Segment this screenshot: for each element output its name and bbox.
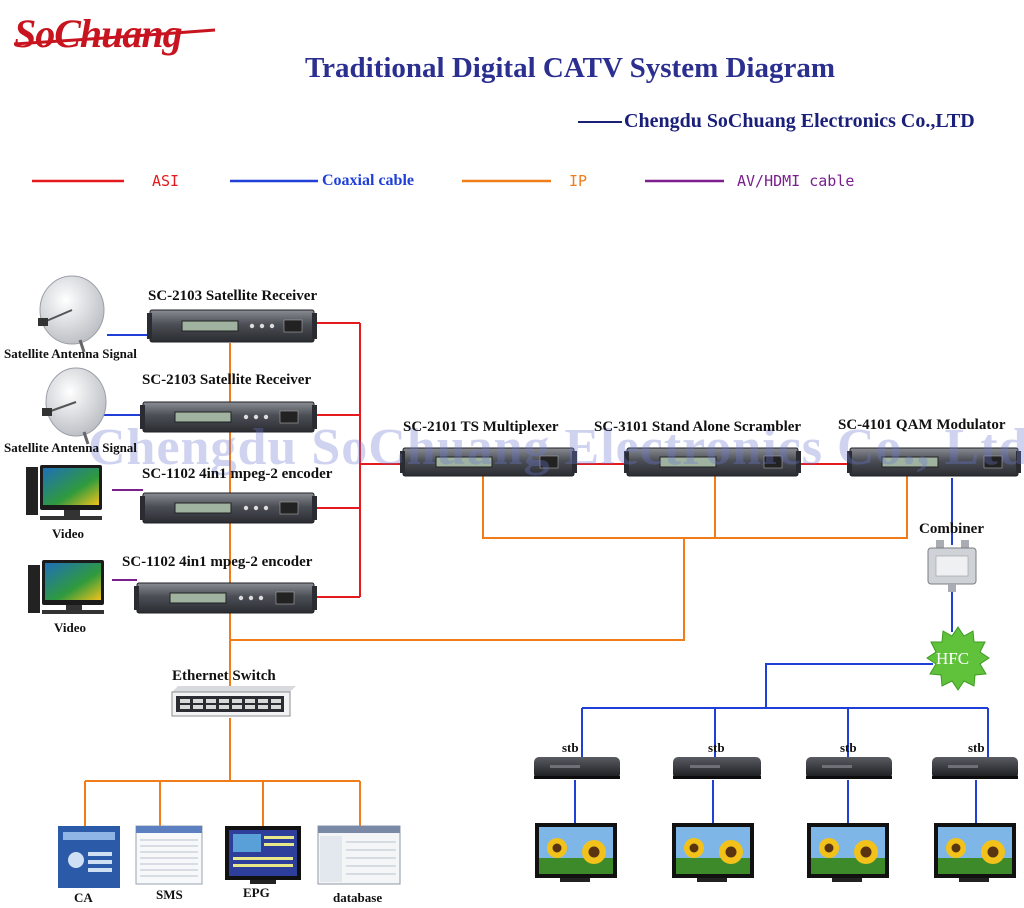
label-sms: SMS [156,887,183,902]
ca-screen [58,826,120,888]
coax-links [98,334,989,823]
label-antenna-1: Satellite Antenna Signal [4,346,137,361]
label-encoder-1: SC-1102 4in1 mpeg-2 encoder [142,466,333,482]
ip-links [84,343,908,826]
label-antenna-2: Satellite Antenna Signal [4,440,137,455]
video-pc-2 [28,560,104,614]
label-hfc: HFC [936,649,970,668]
rack-encoder-1 [140,492,317,524]
satellite-dish-1 [38,275,105,353]
combiner-device [927,540,977,592]
tv-2 [672,823,754,882]
tv-4 [934,823,1016,882]
rack-sat-receiver-2 [140,401,317,433]
rack-encoder-2 [134,582,317,614]
label-ethernet-switch: Ethernet Switch [172,668,276,684]
rack-scrambler [624,447,801,477]
stb-device-1 [534,757,620,779]
av-links [112,489,143,581]
asi-links [314,322,850,598]
company-dash [578,121,622,124]
label-stb-4: stb [968,740,985,755]
label-stb-1: stb [562,740,579,755]
label-encoder-2: SC-1102 4in1 mpeg-2 encoder [122,554,313,570]
company-label: Chengdu SoChuang Electronics Co.,LTD [624,110,975,132]
label-sat-receiver-2: SC-2103 Satellite Receiver [142,372,312,388]
stb-device-2 [673,757,761,779]
rack-sat-receiver-1 [147,309,317,343]
satellite-dish-2 [42,367,107,445]
label-sat-receiver-1: SC-2103 Satellite Receiver [148,288,318,304]
legend-coax: Coaxial cable [322,172,414,189]
epg-tv [225,826,301,884]
stb-device-4 [932,757,1018,779]
watermark-text: Chengdu SoChuang Electronics Co., Ltd. [88,419,1024,476]
label-stb-2: stb [708,740,725,755]
diagram-title: Traditional Digital CATV System Diagram [304,52,836,84]
label-ca: CA [74,890,93,905]
label-modulator: SC-4101 QAM Modulator [838,417,1006,433]
ethernet-switch-device [171,686,296,717]
label-epg: EPG [243,885,270,900]
legend-asi: ASI [152,172,180,190]
stb-device-3 [806,757,892,779]
legend-ip: IP [569,172,588,190]
database-screen [317,825,401,885]
company-name: Chengdu SoChuang Electronics Co.,LTD [578,110,975,133]
label-multiplexer: SC-2101 TS Multiplexer [403,419,559,435]
tv-1 [535,823,617,882]
legend-av: AV/HDMI cable [737,172,855,190]
sms-screen [135,825,203,885]
label-stb-3: stb [840,740,857,755]
label-database: database [333,890,383,905]
label-video-1: Video [52,526,85,541]
hfc-cloud [926,626,990,691]
rack-modulator [847,447,1021,477]
label-scrambler: SC-3101 Stand Alone Scrambler [594,419,802,435]
tv-3 [807,823,889,882]
label-combiner: Combiner [919,521,984,537]
video-pc-1 [26,465,102,520]
logo-swoosh [13,28,216,46]
label-video-2: Video [54,620,87,635]
rack-multiplexer [400,447,577,477]
